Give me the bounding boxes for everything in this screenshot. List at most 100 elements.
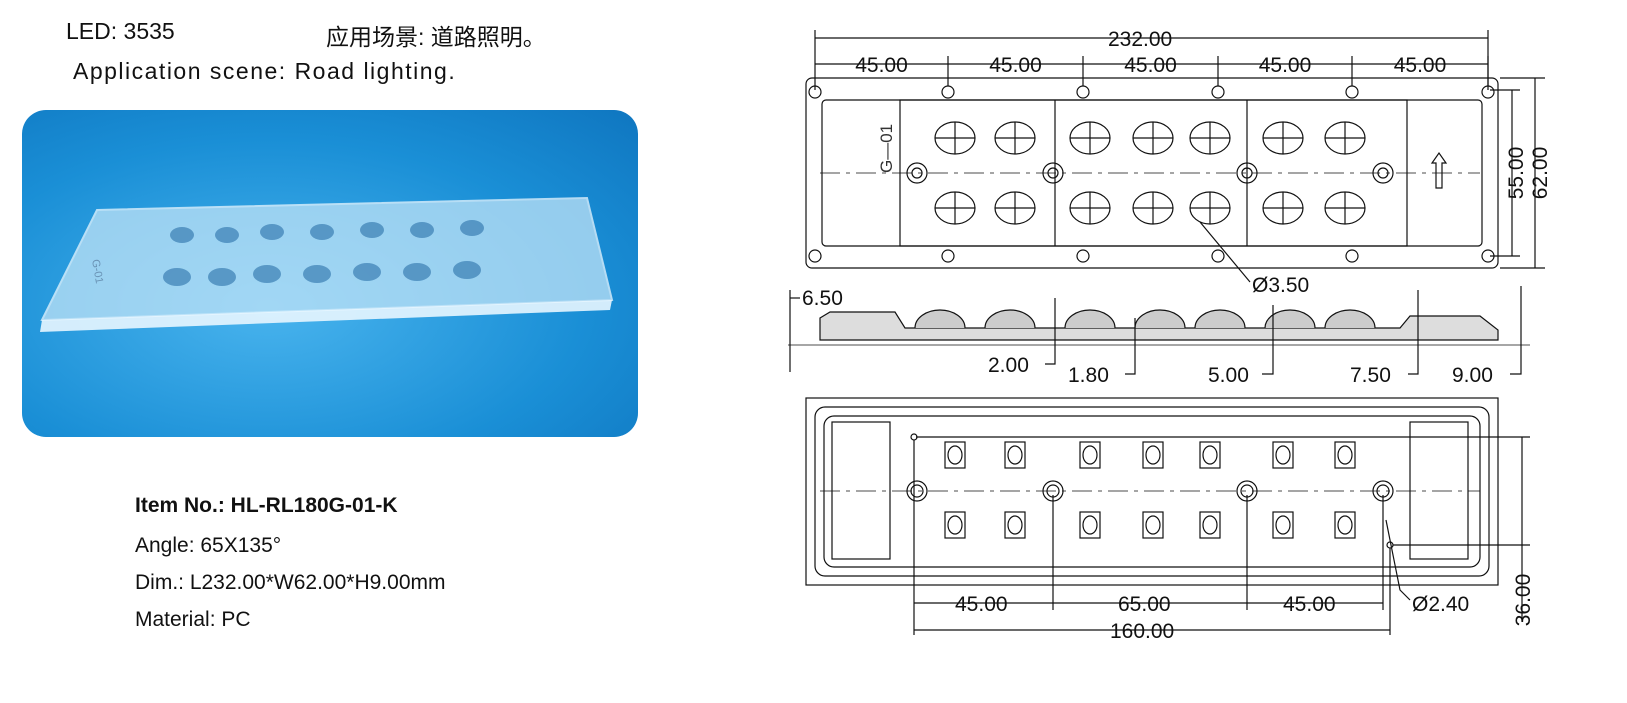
led-pocket (1004, 441, 1026, 469)
photo-lens (253, 265, 281, 283)
dim-side-1-80: 1.80 (1068, 364, 1109, 387)
photo-lens (453, 261, 481, 279)
photo-lens (310, 224, 334, 240)
boss (906, 480, 928, 502)
application-cn: 应用场景: 道路照明。 (326, 24, 546, 50)
led-pocket-inner (1202, 445, 1218, 465)
lens-dome (1134, 309, 1186, 329)
led-pocket-inner (1337, 515, 1353, 535)
led-pocket (1334, 511, 1356, 539)
locating-hole (1236, 162, 1258, 184)
mounting-hole (941, 249, 955, 263)
led-pocket-inner (1082, 445, 1098, 465)
led-pocket (1079, 441, 1101, 469)
photo-lens (260, 224, 284, 240)
led-pocket-inner (1275, 515, 1291, 535)
mounting-hole (1211, 249, 1225, 263)
led-pocket (1004, 511, 1026, 539)
lens-dome (1324, 309, 1376, 329)
lens-photo-illustration: G-01 (40, 196, 614, 332)
dim-overall-width: 62.00 (1529, 147, 1552, 200)
material-spec: Material: PC (135, 608, 251, 631)
led-pocket (944, 511, 966, 539)
application-en: Application scene: Road lighting. (73, 58, 457, 84)
dim-bottom-45-left: 45.00 (955, 593, 1008, 616)
mounting-hole (808, 249, 822, 263)
led-pocket (1199, 441, 1221, 469)
bottom-view: 45.00 65.00 45.00 160.00 Ø2.40 36.00 (805, 397, 1535, 643)
side-view: 6.50 2.00 1.80 5.00 7.50 9.00 (788, 286, 1530, 387)
dim-side-2-00: 2.00 (988, 354, 1029, 377)
mounting-hole (1345, 85, 1359, 99)
mounting-hole (1345, 249, 1359, 263)
locating-hole (1042, 162, 1064, 184)
photo-lens (410, 222, 434, 238)
dim-side-5-00: 5.00 (1208, 364, 1249, 387)
locating-hole-inner (1047, 167, 1059, 179)
led-pocket-inner (1337, 445, 1353, 465)
item-number: Item No.: HL-RL180G-01-K (135, 494, 398, 517)
top-view: G—01 232.00 45.00 45.00 45.00 45.00 45.00 55… (805, 28, 1552, 297)
dim-pin-diameter: Ø2.40 (1412, 593, 1469, 616)
dimension-spec: Dim.: L232.00*W62.00*H9.00mm (135, 571, 446, 594)
led-pocket (1142, 511, 1164, 539)
lens-dome (984, 309, 1036, 329)
led-pocket-inner (1145, 515, 1161, 535)
dim-pitch: 45.00 (1124, 54, 1177, 77)
led-pocket (1199, 511, 1221, 539)
led-pocket-inner (1007, 445, 1023, 465)
photo-lens (460, 220, 484, 236)
mounting-hole (941, 85, 955, 99)
led-pocket-inner (1275, 445, 1291, 465)
product-photo: G-01 (22, 110, 638, 437)
dim-bottom-45-right: 45.00 (1283, 593, 1336, 616)
dim-hole-diameter: Ø3.50 (1252, 274, 1309, 297)
photo-lens (353, 263, 381, 281)
locating-hole (1372, 162, 1394, 184)
led-pocket (1079, 511, 1101, 539)
part-mark: G—01 (877, 124, 896, 173)
led-pocket (1334, 441, 1356, 469)
locating-hole-inner (1377, 167, 1389, 179)
photo-lens (170, 227, 194, 243)
dim-inner-width: 55.00 (1505, 147, 1528, 200)
led-pocket (944, 441, 966, 469)
lens-dome (914, 309, 966, 329)
photo-lens (215, 227, 239, 243)
led-pocket-inner (1007, 515, 1023, 535)
lens-dome (1264, 309, 1316, 329)
photo-lens (303, 265, 331, 283)
dim-bottom-36: 36.00 (1512, 574, 1535, 627)
photo-lens (403, 263, 431, 281)
photo-lens (360, 222, 384, 238)
locating-hole-inner (911, 167, 923, 179)
dim-bottom-65: 65.00 (1118, 593, 1171, 616)
photo-lens (163, 268, 191, 286)
led-pocket (1272, 511, 1294, 539)
led-pocket (1142, 441, 1164, 469)
led-pocket-inner (947, 445, 963, 465)
arrow-up-icon (1430, 151, 1448, 189)
mounting-hole (1076, 249, 1090, 263)
led-pocket (1272, 441, 1294, 469)
led-pocket-inner (1082, 515, 1098, 535)
led-pocket-inner (1202, 515, 1218, 535)
dim-pitch: 45.00 (855, 54, 908, 77)
locating-hole (906, 162, 928, 184)
dim-side-6-50: 6.50 (802, 287, 843, 310)
dim-side-7-50: 7.50 (1350, 364, 1391, 387)
lens-dome (1064, 309, 1116, 329)
dim-bottom-160: 160.00 (1110, 620, 1174, 643)
dim-pitch: 45.00 (989, 54, 1042, 77)
svg-text:G-01: G-01 (89, 258, 105, 284)
dim-overall-length: 232.00 (1108, 28, 1172, 51)
photo-lens (208, 268, 236, 286)
angle-spec: Angle: 65X135° (135, 534, 282, 557)
led-pocket-inner (1145, 445, 1161, 465)
dim-pitch: 45.00 (1259, 54, 1312, 77)
dim-pitch: 45.00 (1394, 54, 1447, 77)
mounting-hole (1076, 85, 1090, 99)
dim-side-9-00: 9.00 (1452, 364, 1493, 387)
boss-inner (910, 484, 924, 498)
